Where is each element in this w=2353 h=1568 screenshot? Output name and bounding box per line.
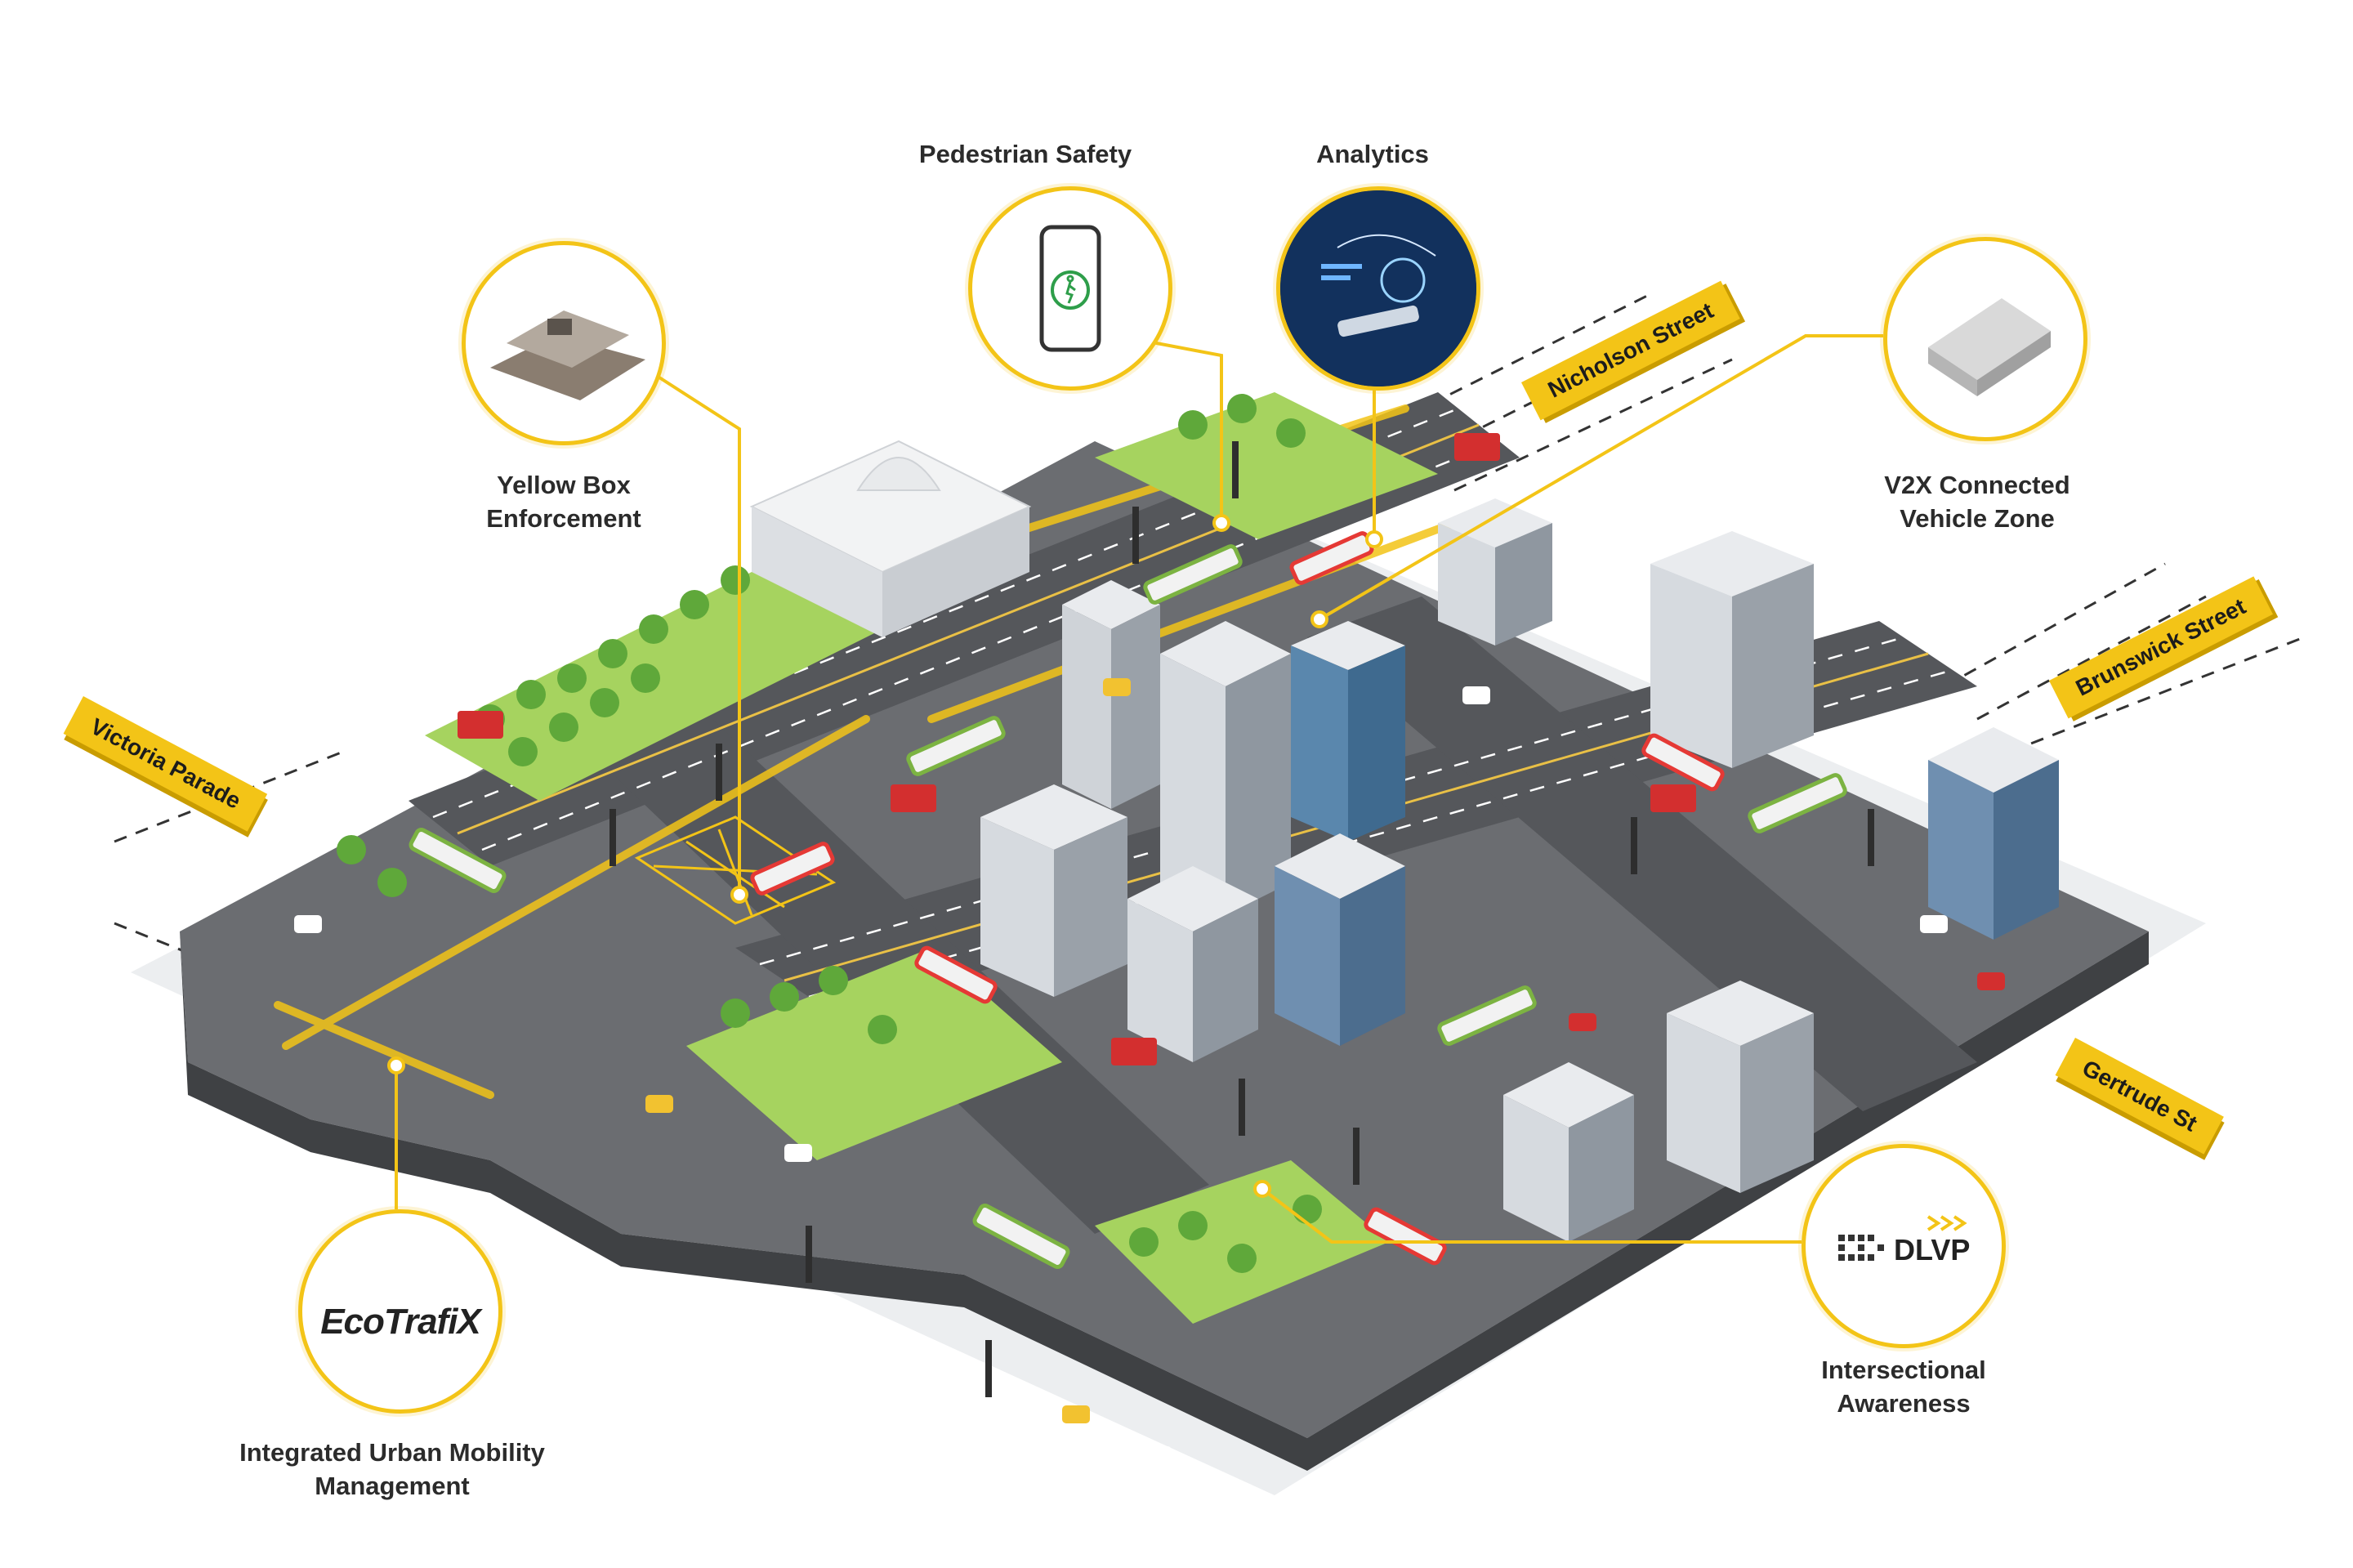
- bus: [1364, 1207, 1447, 1266]
- label-integrated-line2: Management: [315, 1472, 470, 1501]
- bus: [1641, 733, 1725, 792]
- car: [1062, 1405, 1090, 1423]
- bus: [972, 1203, 1070, 1270]
- park-3: [686, 948, 1062, 1160]
- bubble-ecotrafix: EcoTrafiX: [298, 1209, 502, 1414]
- car: [294, 915, 322, 933]
- classical-building: [749, 440, 1032, 637]
- car: [1920, 915, 1948, 933]
- label-yellow-box-line1: Yellow Box: [497, 471, 631, 499]
- bus: [750, 842, 835, 896]
- truck: [1650, 784, 1696, 812]
- bus: [914, 945, 998, 1004]
- bus: [1143, 544, 1243, 605]
- traffic-signals: [609, 441, 1874, 1397]
- dlvp-logo: DLVP: [1894, 1233, 1971, 1266]
- car: [1103, 678, 1131, 696]
- truck: [891, 784, 936, 812]
- label-integrated-line1: Integrated Urban Mobility: [239, 1438, 545, 1467]
- label-integrated-mobility: Integrated Urban Mobility Management: [200, 1436, 584, 1503]
- v2x-unit-icon: [1928, 298, 2051, 396]
- bubble-dlvp: DLVP: [1802, 1144, 2006, 1348]
- camera-sensor-icon: [490, 310, 645, 400]
- car: [1462, 686, 1490, 704]
- ecotrafix-logo: EcoTrafiX: [320, 1302, 481, 1342]
- truck: [458, 711, 503, 739]
- analytics-photo-icon: [1280, 190, 1476, 386]
- road-cross-2: [1307, 596, 1977, 1111]
- truck: [1454, 433, 1500, 461]
- bus: [1437, 985, 1537, 1046]
- dlvp-grid-icon: [1838, 1215, 1967, 1261]
- bubble-yellow-box: [462, 241, 666, 445]
- car: [1569, 1013, 1596, 1031]
- connector-dots: [387, 514, 1383, 1198]
- buildings: [980, 498, 2059, 1242]
- bubble-analytics: [1276, 186, 1480, 391]
- car: [784, 1144, 812, 1162]
- truck: [1111, 1038, 1157, 1065]
- car: [645, 1095, 673, 1113]
- label-v2x: V2X Connected Vehicle Zone: [1838, 468, 2116, 535]
- label-v2x-line1: V2X Connected: [1884, 471, 2070, 499]
- bubble-v2x: [1883, 237, 2087, 441]
- pavement-side: [180, 931, 2149, 1471]
- bubble-pedestrian-safety: [968, 186, 1172, 391]
- car: [1144, 1446, 1172, 1464]
- label-pedestrian-safety: Pedestrian Safety: [918, 140, 1132, 168]
- label-yellow-box: Yellow Box Enforcement: [441, 468, 686, 535]
- bus: [1748, 773, 1847, 833]
- bus: [906, 716, 1006, 776]
- car: [1977, 972, 2005, 990]
- connector-lines: [395, 334, 1883, 1244]
- label-v2x-line2: Vehicle Zone: [1900, 504, 2055, 534]
- label-intersectional-line2: Awareness: [1837, 1389, 1971, 1418]
- label-analytics: Analytics: [1316, 140, 1429, 168]
- bus: [409, 827, 507, 894]
- label-intersectional-line1: Intersectional: [1821, 1356, 1986, 1384]
- phone-pedestrian-icon: [1039, 225, 1101, 352]
- label-intersectional: Intersectional Awareness: [1773, 1353, 2034, 1420]
- label-yellow-box-line2: Enforcement: [486, 504, 641, 534]
